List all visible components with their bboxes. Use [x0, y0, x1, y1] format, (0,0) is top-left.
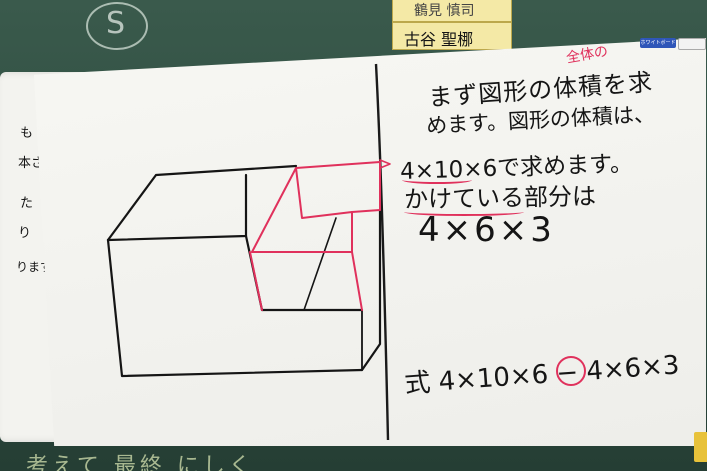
magnet-right — [678, 38, 706, 50]
text-line-3-underline — [402, 176, 472, 184]
left-board-fragment-3: た — [20, 196, 34, 211]
chalk-bottom-text: 考えて 最終 にしく — [26, 454, 255, 471]
left-board-fragment-2: 本さ — [18, 156, 45, 171]
prism-outline — [106, 164, 382, 378]
name-card-top-text: 鶴見 慎司 — [414, 3, 475, 19]
name-card-bottom — [392, 22, 512, 50]
edge-sticker — [694, 432, 707, 462]
text-line-4-underline — [404, 208, 524, 216]
chalk-circle — [86, 2, 148, 50]
name-card-bottom-text: 古谷 聖梛 — [404, 30, 474, 49]
left-board-fragment-4: り — [18, 226, 32, 241]
main-whiteboard — [34, 38, 706, 446]
text-line-5: 4×6×3 — [418, 210, 555, 250]
left-board-fragment-1: も — [20, 126, 34, 141]
prism-cutout-red — [249, 159, 391, 311]
name-card-top — [392, 0, 512, 22]
board-divider-line — [374, 63, 390, 441]
chalk-circle-letter: S — [106, 6, 126, 41]
magnet-left-text: ホワイトボード — [640, 40, 676, 46]
formula-minus-circle — [556, 356, 586, 386]
magnet-left — [640, 38, 676, 48]
